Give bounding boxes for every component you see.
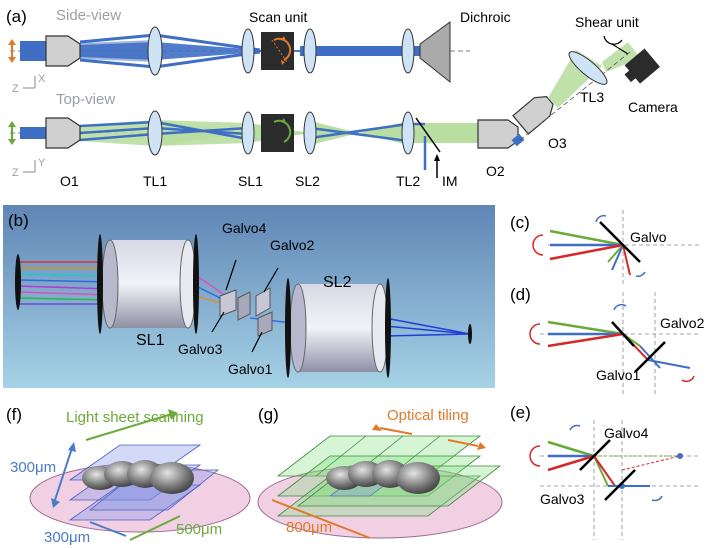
side-view-label: Side-view [56,7,121,24]
lens-aperture-left [15,254,21,310]
lens-tl1-side [147,26,163,76]
sl1-label-b: SL1 [136,332,165,349]
scan-arrow-f [85,413,173,441]
tl2-label: TL2 [396,173,420,189]
o2-label: O2 [486,163,505,179]
panel-g: (g) Optical tiling 800μm [257,405,503,539]
axes-top [23,160,36,173]
dim-bottom-f: 300μm [44,529,90,546]
galvo-mirror-c [599,221,641,263]
dim-arrow-g [271,499,371,539]
galvo4-label-b: Galvo4 [222,220,267,236]
galvo1-label-d: Galvo1 [596,367,641,383]
objective-o3 [512,95,554,135]
galvo-label-c: Galvo [630,229,667,245]
objective-o2 [477,119,519,149]
panel-d: (d) Galvo2 Galvo1 [510,285,705,395]
axis-z-top: Z [12,167,19,179]
panel-e-label: (e) [510,403,531,422]
side-scan-arrow [8,39,16,63]
shear-unit-label: Shear unit [575,14,639,30]
panel-f: (f) Light sheet scanning 300μm 300μm 500… [6,405,251,546]
im-label: IM [442,173,458,189]
panel-a: (a) Side-view Top-view [6,7,678,189]
lens-sl1-top [241,111,255,155]
galvo2-mirror-d [611,321,635,347]
lens-sl1-side [241,28,255,74]
shear-unit-arc [603,35,623,45]
galvo3-mirror-e [604,469,636,501]
tiling-arrow-2 [447,439,479,447]
lens-tl2-side [401,28,415,74]
axes-side [23,76,36,89]
axis-z-side: Z [12,83,19,95]
sl1-label: SL1 [238,173,263,189]
lens-tl3 [568,51,608,85]
objective-o1-side [45,35,81,67]
dichroic [419,21,451,84]
galvo-pointers [211,259,279,353]
dichroic-label: Dichroic [460,9,511,25]
lens-sl2-top [303,111,317,155]
dim-green-f: 500μm [176,521,222,538]
sl2-label-b: SL2 [323,274,352,291]
galvo-mirrors [219,287,273,337]
light-sheet-title: Light sheet scanning [66,409,204,426]
top-view-label: Top-view [56,91,115,108]
galvo3-label-b: Galvo3 [178,341,223,357]
panel-a-label: (a) [6,7,27,26]
panel-b: (b) [3,205,495,388]
galvo2-label-d: Galvo2 [660,315,705,331]
optical-tiling-title: Optical tiling [387,407,469,424]
sl2-label: SL2 [295,173,320,189]
o1-label: O1 [60,173,79,189]
galvo1-mirror-d [634,341,666,373]
scan-unit-side [261,32,294,70]
panel-c-label: (c) [510,213,530,232]
panel-f-label: (f) [6,405,22,424]
dim-g: 800μm [286,519,332,536]
galvo4-label-e: Galvo4 [604,425,649,441]
side-view-beams [10,33,470,69]
lens-tl1-top [147,110,163,156]
intermediate-mirror [415,117,441,153]
sl2-cylinder [285,278,391,378]
worm-g [326,460,440,494]
lens-sl2-side [303,28,317,74]
o3-label: O3 [548,135,567,151]
top-scan-arrow [8,121,16,145]
axis-y-top: Y [38,157,46,169]
objective-o1-top [45,117,81,149]
worm-f [82,460,194,494]
sl1-cylinder [97,234,199,334]
image-plane [468,324,472,344]
galvo1-label-b: Galvo1 [228,361,273,377]
lens-tl2-top [401,111,415,155]
camera-label: Camera [628,99,678,115]
panel-d-label: (d) [510,285,531,304]
scan-unit-top [261,114,294,152]
scan-unit-label: Scan unit [249,9,307,25]
galvo4-mirror-e [579,439,611,471]
galvo2-label-b: Galvo2 [270,237,315,253]
panel-c: (c) Galvo [510,210,700,285]
panel-b-label: (b) [8,211,29,230]
tl3-label: TL3 [580,89,604,105]
axis-x-side: X [38,73,46,85]
galvo3-label-e: Galvo3 [540,491,585,507]
tiling-arrow-1 [379,427,413,435]
dim-vertical-f: 300μm [10,459,56,476]
panel-e: (e) Galvo4 Galvo3 [510,403,700,540]
camera [624,48,660,84]
panel-g-label: (g) [258,405,279,424]
tl1-label: TL1 [143,173,167,189]
